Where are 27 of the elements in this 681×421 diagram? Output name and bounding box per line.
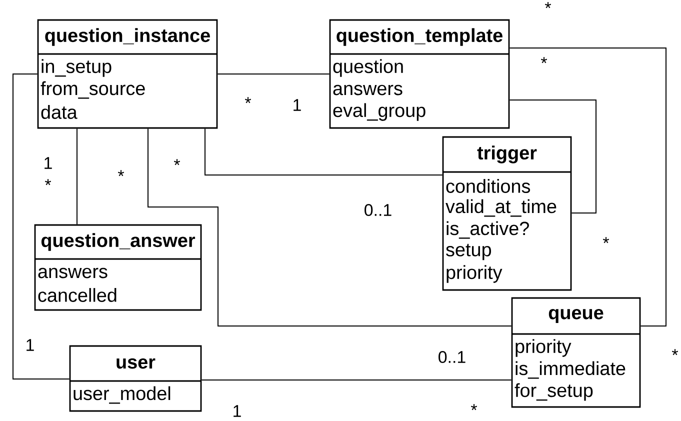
- class-box: question_instance in_setup from_source data: [37, 19, 218, 129]
- class-box: user user_model: [69, 345, 202, 412]
- class-box: question_answer answers cancelled: [34, 224, 202, 311]
- multiplicity-label: 0..1: [364, 204, 392, 216]
- multiplicity-label: *: [174, 159, 180, 166]
- multiplicity-label: 1: [26, 339, 34, 351]
- class-box: trigger conditions valid_at_time is_active? setup priority: [442, 136, 572, 291]
- class-box: question_template question answers eval_group: [329, 19, 510, 129]
- multiplicity-label: *: [602, 237, 610, 244]
- multiplicity-label: 1: [294, 99, 301, 111]
- connector: [76, 128, 78, 225]
- multiplicity-label: 0..1: [438, 351, 466, 363]
- multiplicity-label: 1: [234, 405, 241, 417]
- multiplicity-label: 1: [44, 157, 52, 169]
- multiplicity-label: *: [44, 179, 52, 186]
- multiplicity-label: *: [470, 404, 478, 410]
- connector: [148, 128, 512, 326]
- connector: [509, 48, 666, 326]
- multiplicity-label: *: [544, 2, 552, 8]
- multiplicity-label: *: [540, 57, 548, 64]
- multiplicity-label: *: [672, 349, 678, 356]
- multiplicity-label: *: [118, 170, 124, 176]
- class-box: queue priority is_immediate for_setup: [511, 297, 641, 408]
- connector: [204, 128, 443, 176]
- connector: [509, 100, 596, 214]
- multiplicity-label: *: [244, 97, 252, 104]
- connector: [12, 74, 70, 380]
